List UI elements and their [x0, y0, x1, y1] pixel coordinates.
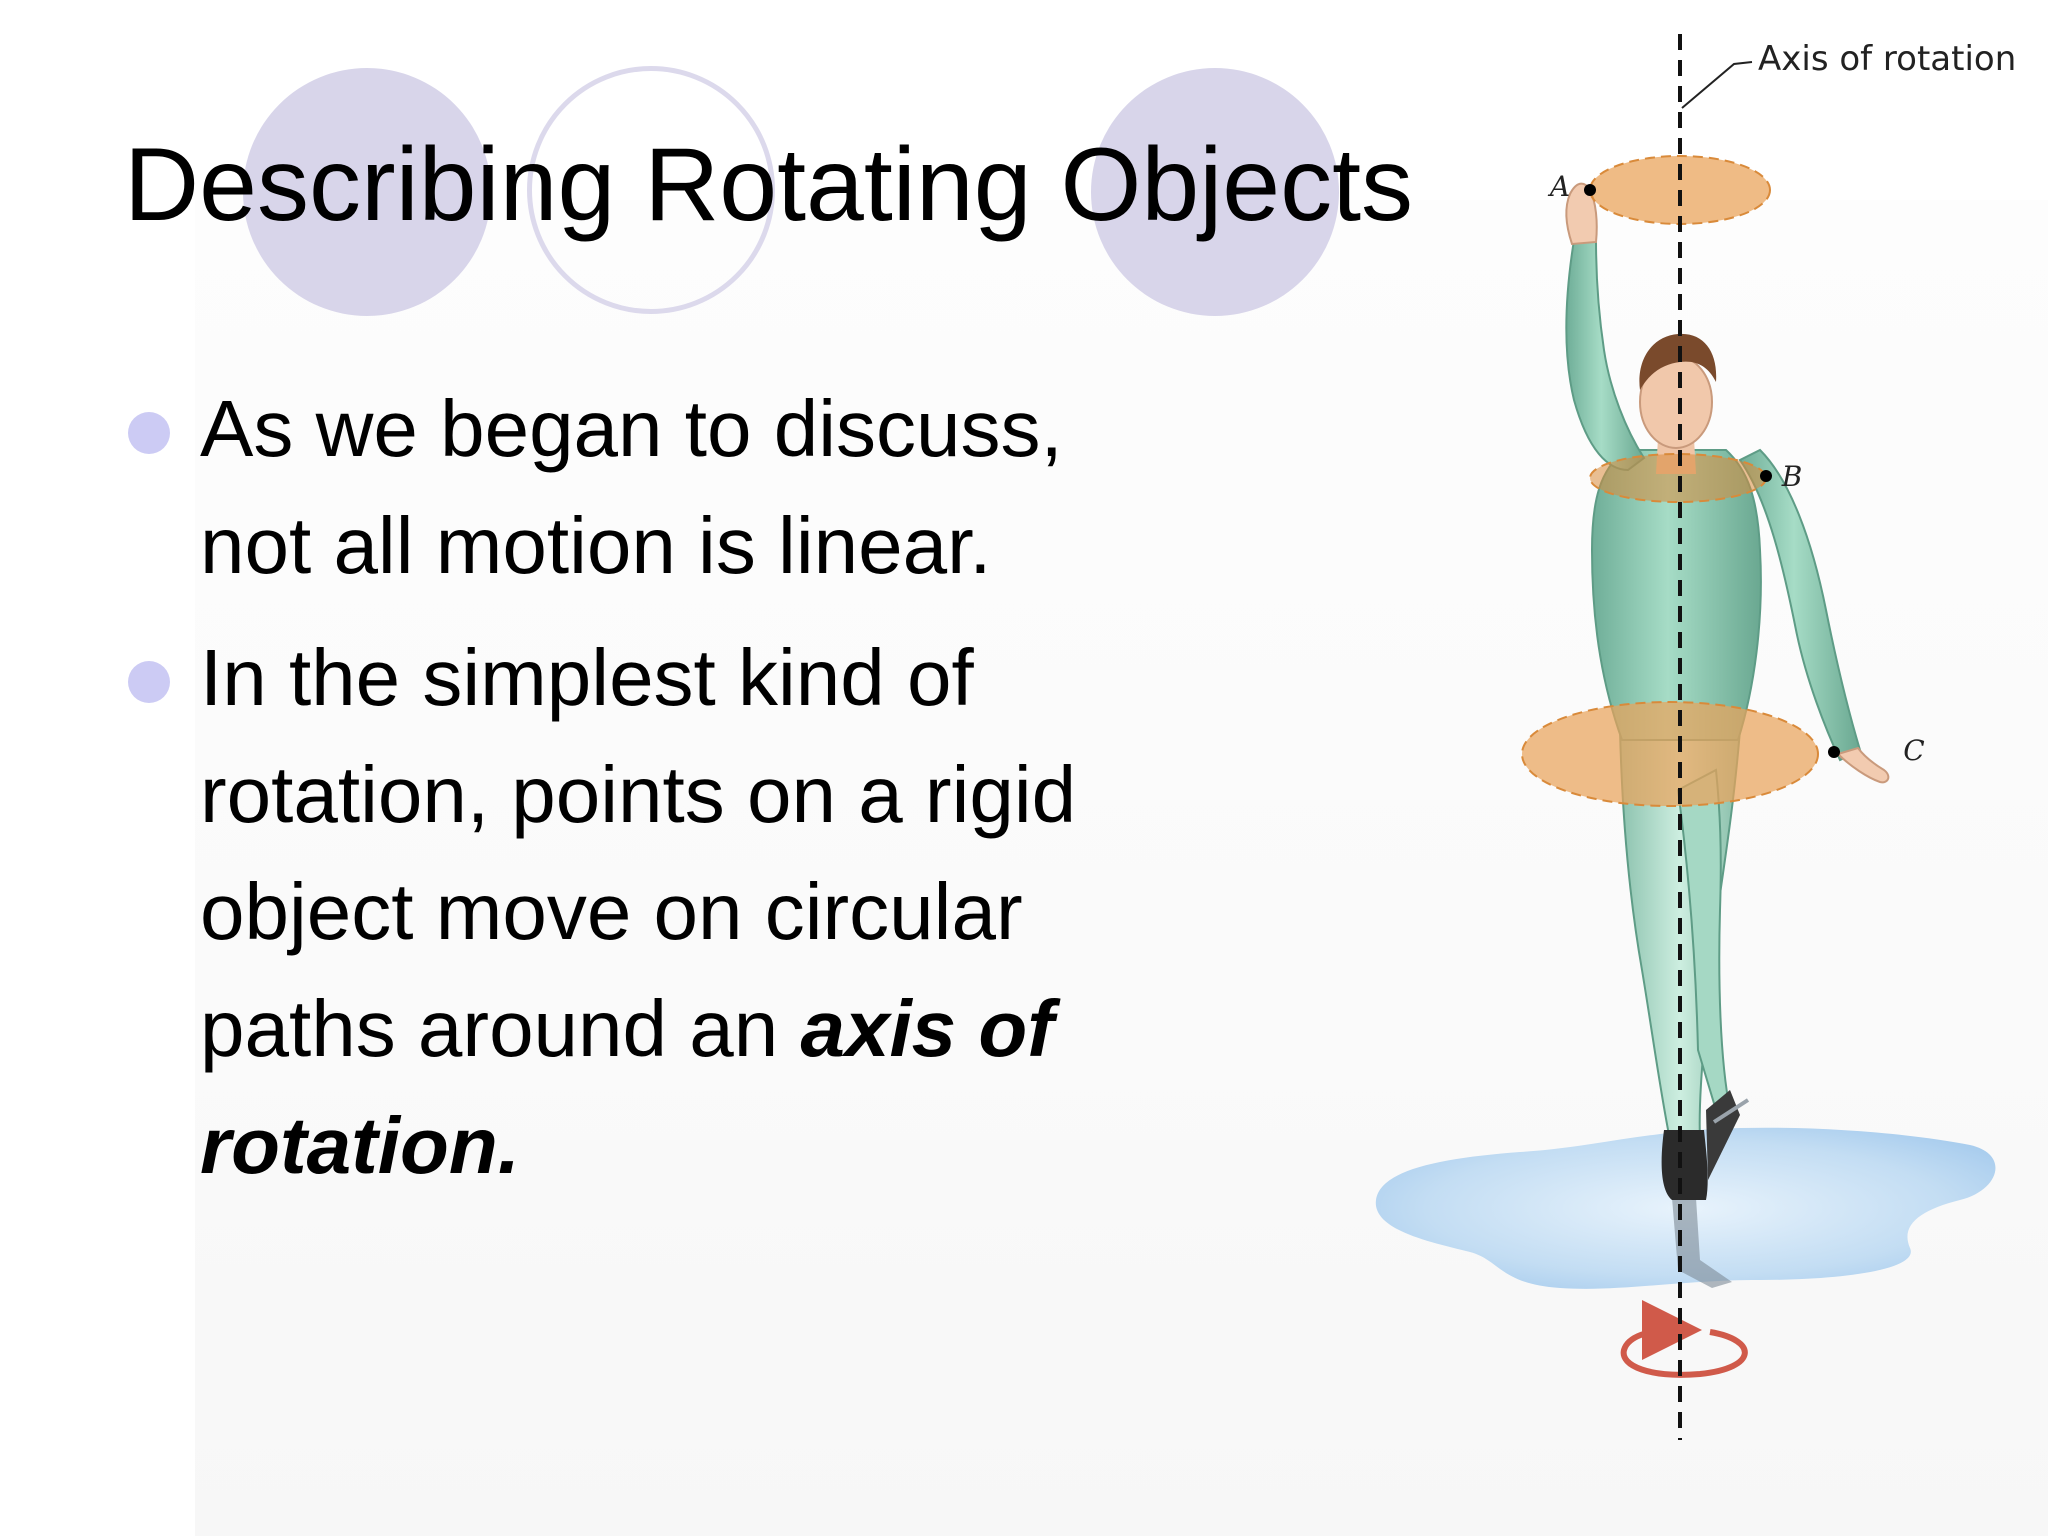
bullet-line: object move on circular	[200, 867, 1023, 956]
bullet-dot-icon	[128, 412, 170, 454]
bullet-line: In the simplest kind of	[200, 633, 974, 722]
skater-lowered-hand	[1836, 746, 1890, 784]
skate-reflection	[1672, 1198, 1732, 1288]
bullet-line: paths around an	[200, 984, 801, 1073]
bullet-emphasis: axis of	[800, 984, 1054, 1073]
skater-back-leg	[1676, 768, 1732, 1111]
decorative-circle-filled-left	[243, 68, 491, 316]
point-c-label: C	[1903, 734, 1924, 767]
bullet-line: rotation, points on a rigid	[200, 750, 1077, 839]
axis-of-rotation-label: Axis of rotation	[1758, 39, 2016, 79]
bullet-list: As we began to discuss, not all motion i…	[128, 370, 1188, 1219]
rotation-arrow-icon	[1620, 1300, 1748, 1378]
skater-raised-hand	[1565, 182, 1598, 246]
bullet-item: As we began to discuss, not all motion i…	[128, 370, 1188, 604]
bullet-line: As we began to discuss,	[200, 384, 1063, 473]
decorative-circle-outline	[527, 66, 775, 314]
bullet-dot-icon	[128, 661, 170, 703]
point-a-marker	[1584, 184, 1596, 196]
slide-background-panel	[195, 200, 2048, 1536]
point-c-marker	[1828, 746, 1840, 758]
rotating-skater-figure: A B C Axis of rotation	[1375, 34, 2016, 1440]
skater-hair	[1639, 333, 1717, 390]
point-a-label: A	[1547, 170, 1570, 203]
axis-label-leader	[1681, 61, 1753, 109]
skater-raised-arm	[1565, 239, 1646, 472]
bullet-item: In the simplest kind of rotation, points…	[128, 619, 1188, 1204]
bullet-emphasis: rotation.	[200, 1101, 520, 1190]
skate-boot	[1661, 1130, 1708, 1200]
rotation-path-c	[1521, 701, 1819, 807]
point-b-marker	[1760, 470, 1772, 482]
point-b-label: B	[1781, 460, 1803, 493]
skate-blade-runner	[1712, 1098, 1750, 1124]
slide-title: Describing Rotating Objects	[124, 127, 1414, 243]
bullet-line: not all motion is linear.	[200, 501, 992, 590]
decorative-circle-filled-right	[1091, 68, 1339, 316]
